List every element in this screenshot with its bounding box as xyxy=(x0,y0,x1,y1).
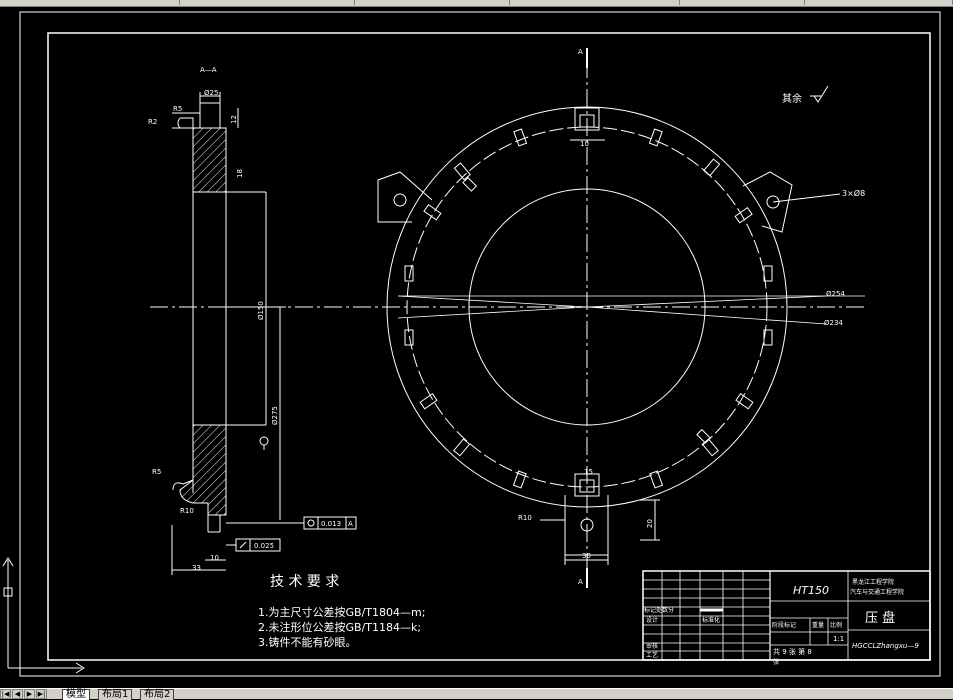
drawing-canvas[interactable]: A—A R5 R2 Ø25 12 18 Ø150 Ø27 xyxy=(0,6,953,688)
dim-r5-bottom: R5 xyxy=(152,468,161,476)
tb-weight: 重量 xyxy=(812,621,824,629)
dim-d10: 10 xyxy=(210,554,219,562)
first-tab-icon[interactable]: |◀ xyxy=(0,689,11,699)
section-hatch-bottom xyxy=(179,424,227,516)
tb-design: 设计 xyxy=(646,616,658,624)
dim-d18: 18 xyxy=(236,169,244,178)
tb-process: 工艺 xyxy=(646,651,658,659)
dim-r5-top: R5 xyxy=(173,105,182,113)
tb-sheet-info: 共 9 张 第 8 xyxy=(773,647,812,656)
dim-d234: Ø234 xyxy=(824,319,843,327)
tb-ratio: 比例 xyxy=(830,621,842,629)
tb-mark: 标记处数分 xyxy=(644,606,674,614)
sheet-inner-border xyxy=(47,32,931,661)
tb-part-name: 压 盘 xyxy=(865,610,895,626)
toolbar-segment[interactable] xyxy=(680,0,805,5)
dim-d30: 30 xyxy=(582,552,591,560)
section-view: A—A R5 R2 Ø25 12 18 Ø150 Ø27 xyxy=(148,66,357,575)
toolbar-segment[interactable] xyxy=(805,0,953,5)
dim-d150: Ø150 xyxy=(257,301,265,320)
front-view: A A 10 15 xyxy=(150,48,865,588)
tb-school-line1: 黑龙江工程学院 xyxy=(852,578,894,586)
flatness-tolerance-frame: 0.025 xyxy=(226,538,281,552)
tech-title: 技 术 要 求 xyxy=(270,574,339,590)
roughness-label: 其余 xyxy=(782,92,802,105)
section-label: A—A xyxy=(200,66,217,74)
tech-item-1: 1.为主尺寸公差按GB/T1804—m; xyxy=(258,605,425,619)
sheet-outer-border xyxy=(19,11,941,677)
flatness-value: 0.025 xyxy=(254,542,274,550)
tb-stage: 阶段标记 xyxy=(772,621,796,629)
title-block: 标记处数分 设计 标准化 审核 工艺 HT150 黑龙江工程学院 汽车与交通工程… xyxy=(642,570,931,666)
tech-item-2: 2.未注形位公差按GB/T1184—k; xyxy=(258,620,421,634)
dim-r10-bottom: R10 xyxy=(518,514,532,522)
tech-requirements: 技 术 要 求 1.为主尺寸公差按GB/T1804—m; 2.未注形位公差按GB… xyxy=(258,574,425,649)
tb-school-line2: 汽车与交通工程学院 xyxy=(850,588,904,596)
prev-tab-icon[interactable]: ◀ xyxy=(12,689,23,699)
dim-r10-left: R10 xyxy=(180,507,194,515)
toolbar-segment[interactable] xyxy=(180,0,355,5)
dim-slot-15: 15 xyxy=(584,468,593,476)
tb-material: HT150 xyxy=(793,584,829,597)
tb-scale: 1:1 xyxy=(833,635,844,643)
section-hatch-top xyxy=(192,127,227,193)
dim-r2: R2 xyxy=(148,118,157,126)
cut-label-top: A xyxy=(578,48,583,56)
toolbar-segment[interactable] xyxy=(355,0,510,5)
dim-d25: Ø25 xyxy=(204,89,218,97)
toolbar-segment[interactable] xyxy=(0,0,180,5)
tb-standard: 标准化 xyxy=(702,616,720,624)
runout-datum: A xyxy=(348,520,353,528)
roughness-note: 其余 xyxy=(782,85,829,105)
dim-d254: Ø254 xyxy=(826,290,845,298)
holes-note: 3×Ø8 xyxy=(842,188,865,198)
tab-model[interactable]: 模型 xyxy=(62,689,90,700)
runout-tolerance-frame: 0.013 A xyxy=(226,516,357,530)
tab-layout2[interactable]: 布局2 xyxy=(140,689,175,700)
runout-value: 0.013 xyxy=(321,520,341,528)
dim-d33: 33 xyxy=(192,564,201,572)
dim-slot-10: 10 xyxy=(580,140,589,148)
dim-d275: Ø275 xyxy=(271,406,279,425)
dim-d20: 20 xyxy=(646,519,654,528)
next-tab-icon[interactable]: ▶ xyxy=(24,689,35,699)
tb-review: 审核 xyxy=(646,642,658,650)
ucs-axis-icon xyxy=(2,557,85,674)
tab-layout1[interactable]: 布局1 xyxy=(98,689,133,700)
cut-label-bottom: A xyxy=(578,578,583,586)
last-tab-icon[interactable]: ▶| xyxy=(36,689,47,699)
tb-zhang: 张 xyxy=(773,658,779,666)
layout-tab-bar: |◀ ◀ ▶ ▶| 模型 布局1 布局2 xyxy=(0,688,953,700)
dim-d12: 12 xyxy=(230,115,238,124)
tech-item-3: 3.铸件不能有砂眼。 xyxy=(258,635,357,649)
pad-markers xyxy=(404,128,773,489)
toolbar-segment[interactable] xyxy=(510,0,680,5)
tb-drawing-no: HGCCLZhangxu—9 xyxy=(852,642,919,650)
